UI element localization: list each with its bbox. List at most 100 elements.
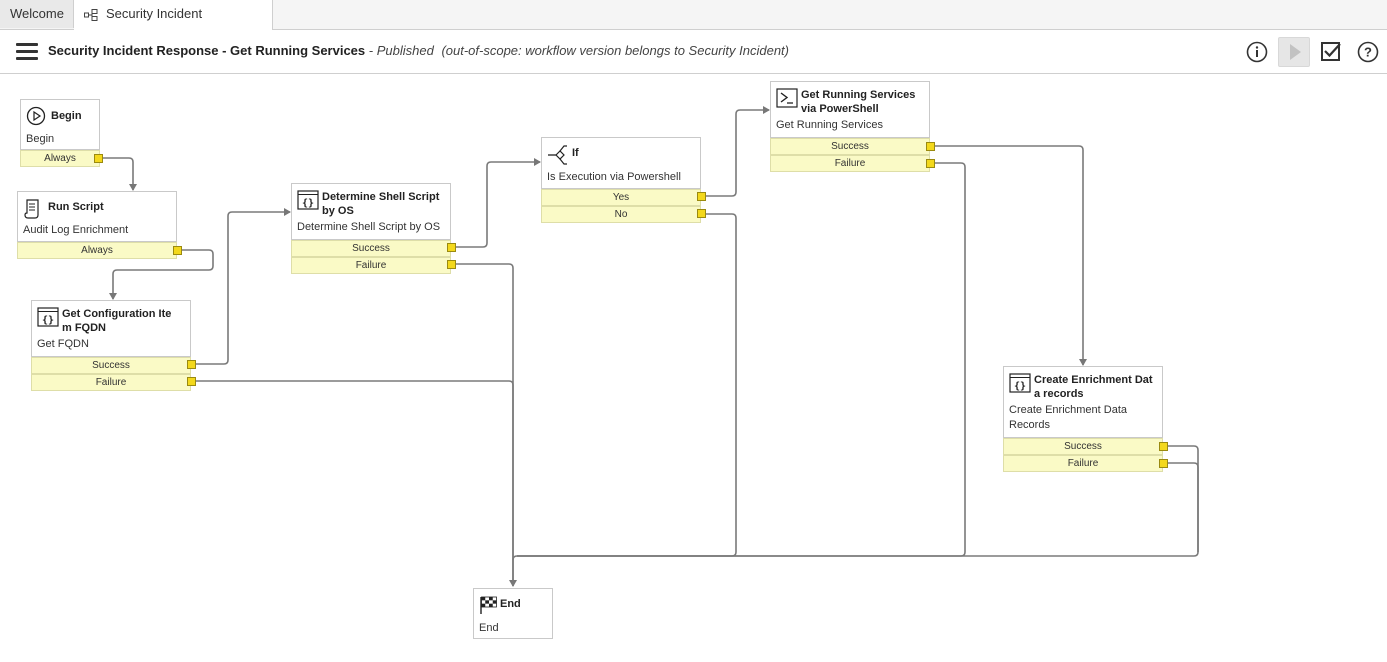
info-button[interactable] bbox=[1242, 37, 1272, 67]
connector-handle[interactable] bbox=[187, 360, 196, 369]
wire-getrunning-to-create bbox=[935, 145, 1087, 366]
connector-handle[interactable] bbox=[697, 209, 706, 218]
exit-label: Success bbox=[831, 141, 869, 152]
script-braces-icon: {} bbox=[1009, 373, 1031, 393]
exit-get-ci-failure[interactable]: Failure bbox=[31, 374, 191, 391]
exit-label: No bbox=[614, 209, 628, 220]
title-line: Determine Shell Script bbox=[322, 191, 440, 203]
run-button[interactable] bbox=[1278, 37, 1310, 67]
wire-create-failure-to-end bbox=[1167, 462, 1199, 552]
tab-workflow[interactable]: Security Incident Response... bbox=[74, 0, 273, 49]
node-if[interactable]: If Is Execution via Powershell bbox=[541, 137, 701, 189]
title-line: a records bbox=[1034, 388, 1084, 400]
exit-if-no[interactable]: No bbox=[541, 206, 701, 223]
node-get-ci-title: Get Configuration Ite m FQDN bbox=[62, 307, 171, 335]
exit-label: Always bbox=[81, 245, 113, 256]
info-icon bbox=[1246, 41, 1268, 63]
connector-handle[interactable] bbox=[926, 142, 935, 151]
connector-handle[interactable] bbox=[187, 377, 196, 386]
connector-handle[interactable] bbox=[1159, 459, 1168, 468]
exit-if-yes[interactable]: Yes bbox=[541, 189, 701, 206]
powershell-icon bbox=[776, 88, 798, 108]
exit-label: Yes bbox=[612, 192, 630, 203]
workflow-canvas[interactable]: Begin Begin Always Run Script Audit Log … bbox=[0, 74, 1387, 662]
title-line: via PowerShell bbox=[801, 103, 879, 115]
svg-text:{}: {} bbox=[1014, 381, 1026, 392]
node-get-ci-label: Get FQDN bbox=[37, 338, 89, 350]
exit-determine-success[interactable]: Success bbox=[291, 240, 451, 257]
exit-create-success[interactable]: Success bbox=[1003, 438, 1163, 455]
wire-getci-to-determine bbox=[196, 208, 291, 365]
node-end-label: End bbox=[479, 622, 499, 634]
node-run-script-label: Audit Log Enrichment bbox=[23, 224, 129, 236]
connector-handle[interactable] bbox=[173, 246, 182, 255]
page-title: Security Incident Response - Get Running… bbox=[48, 43, 789, 58]
validate-button[interactable] bbox=[1316, 37, 1346, 67]
node-determine-label: Determine Shell Script by OS bbox=[297, 221, 441, 233]
node-if-label: Is Execution via Powershell bbox=[547, 171, 681, 183]
workflow-header: Security Incident Response - Get Running… bbox=[0, 30, 1387, 74]
svg-text:{}: {} bbox=[302, 198, 314, 209]
node-run-script-title: Run Script bbox=[48, 201, 104, 213]
exit-label: Success bbox=[1064, 441, 1102, 452]
node-get-running-label: Get Running Services bbox=[776, 119, 883, 131]
exit-label: Failure bbox=[834, 158, 866, 169]
wire-runscript-to-getci bbox=[109, 249, 214, 300]
hamburger-menu-icon[interactable] bbox=[16, 43, 38, 61]
connector-handle[interactable] bbox=[926, 159, 935, 168]
label-line: Create Enrichment Data bbox=[1009, 404, 1127, 416]
node-get-configuration-item[interactable]: {} Get Configuration Ite m FQDN Get FQDN bbox=[31, 300, 191, 357]
node-if-title: If bbox=[572, 147, 579, 159]
connector-handle[interactable] bbox=[1159, 442, 1168, 451]
exit-begin-always[interactable]: Always bbox=[20, 150, 100, 167]
exit-create-failure[interactable]: Failure bbox=[1003, 455, 1163, 472]
exit-determine-failure[interactable]: Failure bbox=[291, 257, 451, 274]
connector-handle[interactable] bbox=[447, 260, 456, 269]
connector-handle[interactable] bbox=[697, 192, 706, 201]
exit-get-ci-success[interactable]: Success bbox=[31, 357, 191, 374]
wire-determine-failure-to-end bbox=[456, 263, 514, 586]
exit-label: Failure bbox=[355, 260, 387, 271]
tab-welcome[interactable]: Welcome bbox=[0, 0, 74, 28]
begin-play-icon bbox=[26, 106, 46, 126]
help-icon: ? bbox=[1357, 41, 1379, 63]
checkbox-icon bbox=[1321, 42, 1341, 61]
connector-handle[interactable] bbox=[447, 243, 456, 252]
exit-get-running-failure[interactable]: Failure bbox=[770, 155, 930, 172]
wire-if-yes-to-getrunning bbox=[706, 106, 770, 197]
exit-label: Success bbox=[352, 243, 390, 254]
help-button[interactable]: ? bbox=[1353, 37, 1383, 67]
wire-if-no-to-end bbox=[512, 213, 737, 561]
node-end-title: End bbox=[500, 598, 521, 610]
exit-label: Always bbox=[44, 153, 76, 164]
wire-begin-to-runscript bbox=[103, 157, 137, 191]
play-icon bbox=[1290, 44, 1301, 60]
label-line: Records bbox=[1009, 419, 1050, 431]
exit-label: Failure bbox=[95, 377, 127, 388]
svg-text:?: ? bbox=[1364, 45, 1372, 60]
exit-run-script-always[interactable]: Always bbox=[17, 242, 177, 259]
node-end[interactable]: End End bbox=[473, 588, 553, 639]
node-create-enrichment[interactable]: {} Create Enrichment Dat a records Create… bbox=[1003, 366, 1163, 438]
node-run-script[interactable]: Run Script Audit Log Enrichment bbox=[17, 191, 177, 242]
workflow-title: Security Incident Response - Get Running… bbox=[48, 43, 366, 58]
scope-note: (out-of-scope: workflow version belongs … bbox=[441, 43, 789, 58]
svg-text:{}: {} bbox=[42, 315, 54, 326]
node-begin[interactable]: Begin Begin bbox=[20, 99, 100, 150]
connector-handle[interactable] bbox=[94, 154, 103, 163]
title-line: Create Enrichment Dat bbox=[1034, 374, 1153, 386]
script-braces-icon: {} bbox=[37, 307, 59, 327]
title-line: m FQDN bbox=[62, 322, 106, 334]
script-scroll-icon bbox=[24, 199, 39, 219]
title-line: Get Configuration Ite bbox=[62, 308, 172, 320]
tab-bar: Welcome Security Incident Response... bbox=[0, 0, 1387, 49]
exit-get-running-success[interactable]: Success bbox=[770, 138, 930, 155]
node-begin-title: Begin bbox=[51, 110, 82, 122]
connection-lines bbox=[103, 106, 1199, 587]
node-create-title: Create Enrichment Dat a records bbox=[1034, 373, 1153, 401]
